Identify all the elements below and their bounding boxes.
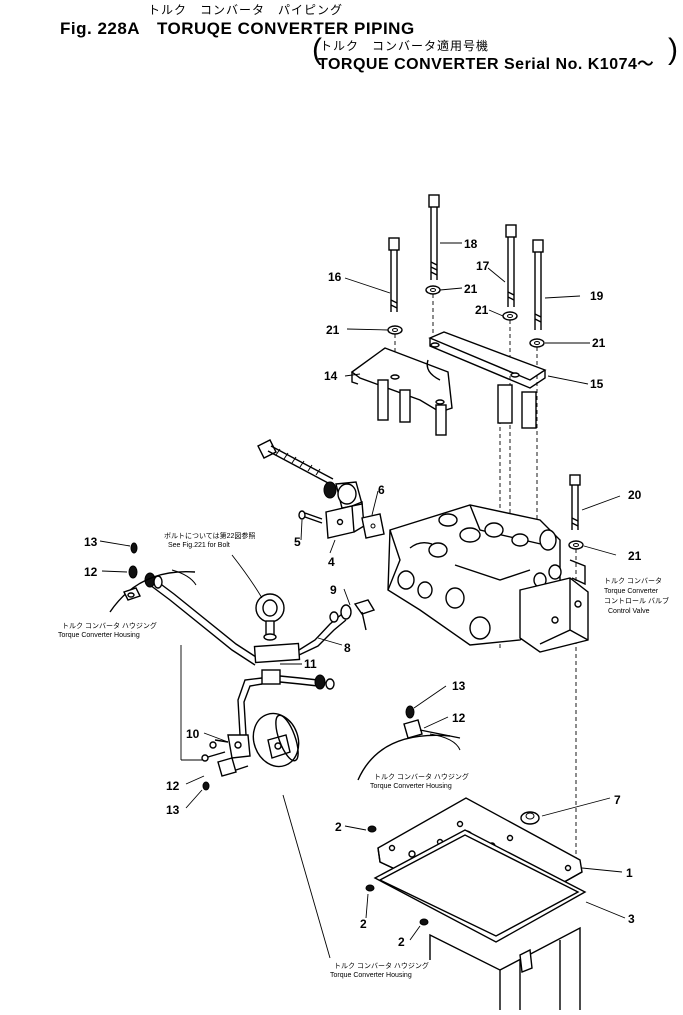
title-japanese: トルク コンバータ パイピング xyxy=(148,3,344,17)
washer-7 xyxy=(520,811,540,825)
fitting-left xyxy=(144,572,163,589)
callout-18: 18 xyxy=(464,237,478,251)
callout-10: 10 xyxy=(186,727,200,741)
plugs-2 xyxy=(365,825,429,926)
housing-left-en: Torque Converter Housing xyxy=(58,632,140,639)
bolt-16 xyxy=(388,237,400,312)
callout-7: 7 xyxy=(614,793,621,807)
callout-12-c: 12 xyxy=(166,779,180,793)
valve-en-1: Torque Converter xyxy=(604,588,659,595)
callout-12-b: 12 xyxy=(452,711,466,725)
callout-11: 11 xyxy=(304,657,317,671)
callout-21-e: 21 xyxy=(628,549,642,563)
bolt-5 xyxy=(298,510,323,524)
callout-17: 17 xyxy=(476,259,490,273)
cover-plate xyxy=(252,712,300,768)
callout-21-c: 21 xyxy=(475,303,489,317)
valve-jp-1: トルク コンバータ xyxy=(604,576,662,585)
callout-21-b: 21 xyxy=(326,323,340,337)
housing-bottom xyxy=(429,926,581,1010)
fitting-9 xyxy=(329,599,376,631)
bolt-19 xyxy=(532,239,544,330)
callout-3: 3 xyxy=(628,912,635,926)
housing-mid-en: Torque Converter Housing xyxy=(370,783,452,790)
bracket-14 xyxy=(350,347,453,436)
oil-pipe xyxy=(149,578,347,736)
housing-mid-jp: トルク コンバータ ハウジング xyxy=(374,772,469,781)
callouts: 18 17 16 21 19 21 21 21 14 15 20 21 6 5 … xyxy=(84,237,642,949)
callout-14: 14 xyxy=(324,369,338,383)
bracket-15 xyxy=(426,331,547,429)
fitting-12-lower xyxy=(202,757,249,791)
callout-19: 19 xyxy=(590,289,604,303)
callout-2-a: 2 xyxy=(335,820,342,834)
sensor-cable xyxy=(257,439,334,485)
housing-left-jp: トルク コンバータ ハウジング xyxy=(62,621,157,630)
bolt-17 xyxy=(505,224,517,307)
leader-lines xyxy=(99,242,626,959)
bracket-10 xyxy=(201,734,251,762)
serial-japanese: トルク コンバータ適用号機 xyxy=(320,39,490,53)
callout-1: 1 xyxy=(626,866,633,880)
callout-16: 16 xyxy=(328,270,342,284)
solenoid-4 xyxy=(323,481,365,539)
bolt-note-en: See Fig.221 for Bolt xyxy=(168,542,230,549)
callout-12-a: 12 xyxy=(84,565,98,579)
gasket-6 xyxy=(361,513,385,539)
callout-21-d: 21 xyxy=(592,336,606,350)
callout-6: 6 xyxy=(378,483,385,497)
housing-left xyxy=(109,542,197,613)
callout-20: 20 xyxy=(628,488,642,502)
figure-title: Fig. 228A TORUQE CONVERTER PIPING xyxy=(60,19,415,38)
serial-bracket-left: ( xyxy=(312,33,323,66)
callout-8: 8 xyxy=(344,641,351,655)
callout-4: 4 xyxy=(328,555,335,569)
callout-15: 15 xyxy=(590,377,604,391)
bolt-20 xyxy=(569,474,581,530)
serial-note: TORQUE CONVERTER Serial No. K1074～ xyxy=(318,56,654,73)
callout-5: 5 xyxy=(294,535,301,549)
callout-21-a: 21 xyxy=(464,282,478,296)
callout-13-b: 13 xyxy=(452,679,466,693)
housing-bottom-jp: トルク コンバータ ハウジング xyxy=(334,961,429,970)
housing-bottom-en: Torque Converter Housing xyxy=(330,972,412,979)
fitting-right xyxy=(314,674,335,690)
bolt-note-jp: ボルトについては第22図参照 xyxy=(164,531,255,540)
serial-bracket-right: ) xyxy=(668,33,679,66)
callout-2-c: 2 xyxy=(398,935,405,949)
control-valve-body xyxy=(387,504,589,653)
captions: ボルトについては第22図参照 See Fig.221 for Bolt トルク … xyxy=(58,531,669,979)
callout-13-a: 13 xyxy=(84,535,98,549)
valve-en-2: Control Valve xyxy=(608,608,650,615)
callout-13-c: 13 xyxy=(166,803,180,817)
callout-2-b: 2 xyxy=(360,917,367,931)
bolt-18 xyxy=(428,194,440,280)
eyebolt xyxy=(255,593,285,641)
callout-9: 9 xyxy=(330,583,337,597)
gasket-3 xyxy=(373,829,587,943)
housing-middle xyxy=(357,705,461,781)
valve-jp-2: コントロール バルブ xyxy=(604,596,669,605)
